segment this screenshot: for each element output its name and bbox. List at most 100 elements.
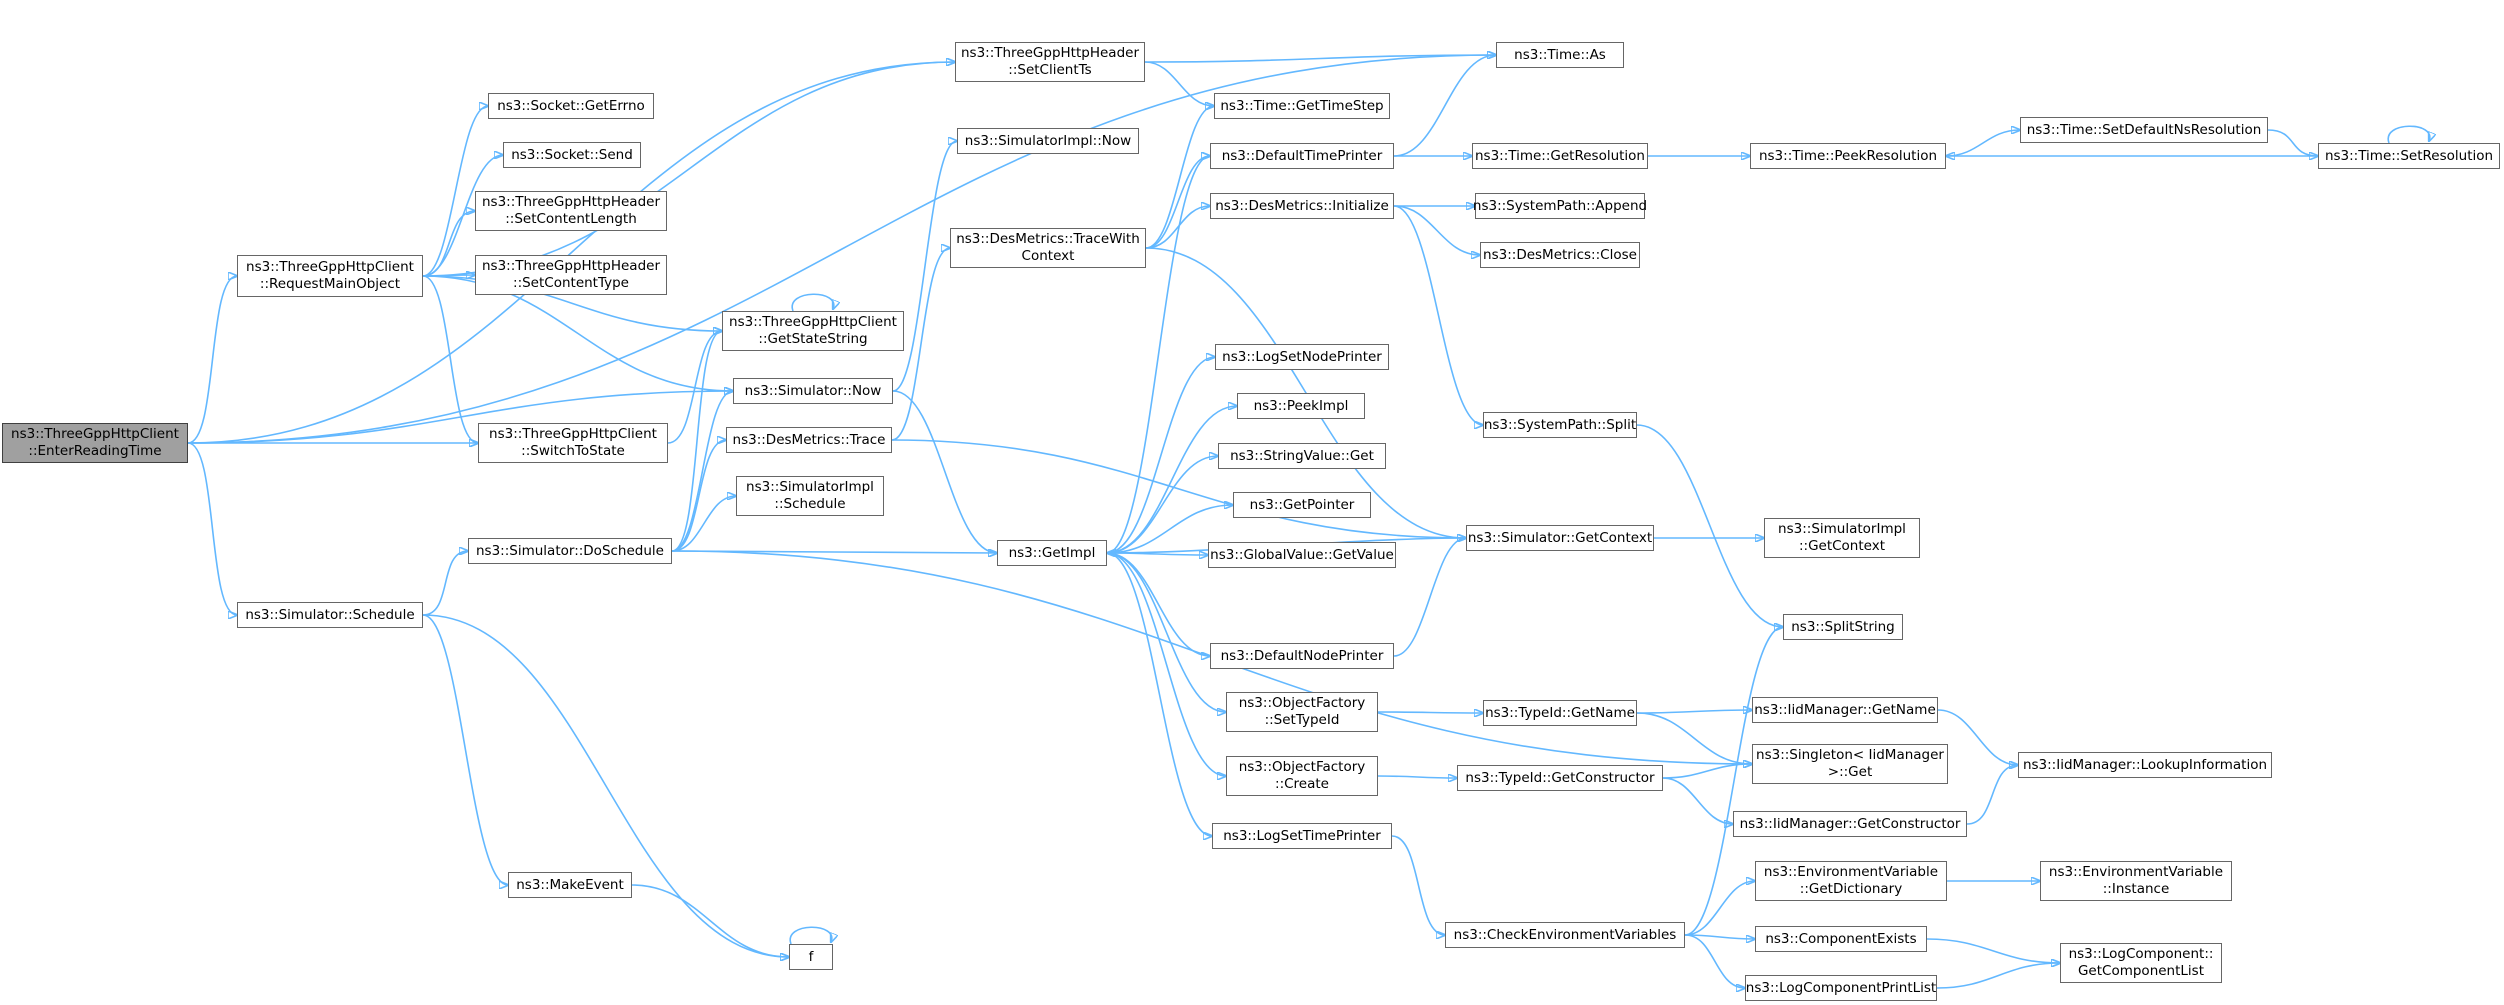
call-edge [1145, 206, 1210, 249]
function-name-line: ::SetClientTs [1008, 62, 1092, 78]
function-node[interactable]: ns3::ThreeGppHttpClient::RequestMainObje… [237, 255, 423, 297]
call-edge [671, 391, 733, 552]
function-node[interactable]: ns3::Time::GetResolution [1472, 143, 1648, 169]
function-name-line: ns3::GetImpl [1008, 544, 1096, 561]
call-edge [1393, 205, 1483, 425]
function-node[interactable]: ns3::SystemPath::Split [1483, 412, 1637, 438]
function-node[interactable]: ns3::TypeId::GetConstructor [1457, 765, 1663, 791]
function-node[interactable]: ns3::PeekImpl [1237, 393, 1365, 419]
function-name-line: ns3::ThreeGppHttpHeader [481, 194, 660, 210]
function-node[interactable]: ns3::IidManager::GetConstructor [1733, 811, 1967, 837]
function-name-line: Context [1021, 248, 1075, 264]
function-name-line: ns3::MakeEvent [516, 876, 624, 893]
function-name-line: ns3::IidManager::GetName [1754, 701, 1936, 718]
function-node[interactable]: ns3::SimulatorImpl::GetContext [1764, 518, 1920, 558]
function-node[interactable]: ns3::EnvironmentVariable::GetDictionary [1755, 861, 1947, 901]
function-node[interactable]: ns3::IidManager::LookupInformation [2018, 752, 2272, 778]
call-edge [667, 331, 722, 444]
call-edge [1684, 934, 1745, 988]
function-node[interactable]: ns3::ThreeGppHttpClient::GetStateString [722, 311, 904, 351]
function-node[interactable]: ns3::CheckEnvironmentVariables [1445, 922, 1685, 948]
function-node[interactable]: ns3::GlobalValue::GetValue [1208, 542, 1396, 568]
function-name-line: ns3::LogSetNodePrinter [1222, 348, 1382, 365]
function-name-line: ns3::ThreeGppHttpHeader [960, 45, 1139, 61]
function-node[interactable]: ns3::Simulator::Now [733, 378, 893, 404]
function-node[interactable]: ns3::Time::As [1496, 42, 1624, 68]
function-name-line: ::Create [1275, 776, 1329, 792]
call-edge [891, 439, 1466, 538]
function-node[interactable]: ns3::Socket::GetErrno [488, 93, 654, 119]
call-edge [1106, 456, 1218, 554]
call-edge [1144, 55, 1496, 63]
function-node[interactable]: ns3::Time::PeekResolution [1750, 143, 1946, 169]
function-name-line: ns3::Time::GetResolution [1474, 147, 1645, 164]
function-node[interactable]: ns3::DesMetrics::Close [1480, 242, 1640, 268]
call-edge [1393, 55, 1496, 157]
call-edge [1937, 709, 2018, 765]
function-node[interactable]: ns3::ThreeGppHttpHeader::SetContentType [475, 255, 667, 295]
function-node[interactable]: ns3::Simulator::GetContext [1466, 525, 1654, 551]
function-node[interactable]: ns3::LogComponent::GetComponentList [2060, 943, 2222, 983]
function-node[interactable]: ns3::Socket::Send [503, 142, 641, 168]
call-edge [187, 442, 237, 615]
call-edge [631, 884, 789, 957]
function-node[interactable]: ns3::SplitString [1783, 614, 1903, 640]
function-node[interactable]: ns3::ComponentExists [1755, 926, 1927, 952]
call-edge [671, 496, 736, 552]
call-edge [1393, 538, 1466, 657]
function-node[interactable]: ns3::LogSetNodePrinter [1215, 344, 1389, 370]
function-name-line: ns3::LogComponentPrintList [1745, 979, 1937, 996]
function-node[interactable]: ns3::DefaultNodePrinter [1210, 643, 1394, 669]
function-node[interactable]: ns3::Time::GetTimeStep [1214, 93, 1390, 119]
function-name-line: ns3::ObjectFactory [1238, 695, 1366, 711]
call-edge [1684, 627, 1783, 936]
function-name-line: ns3::Time::GetTimeStep [1220, 97, 1384, 114]
function-node[interactable]: ns3::Simulator::Schedule [237, 602, 423, 628]
function-node[interactable]: ns3::Simulator::DoSchedule [468, 538, 672, 564]
function-node[interactable]: ns3::EnvironmentVariable::Instance [2040, 861, 2232, 901]
function-name-line: ns3::LogSetTimePrinter [1223, 827, 1381, 844]
function-node[interactable]: ns3::DesMetrics::Initialize [1210, 193, 1394, 219]
function-node[interactable]: ns3::Time::SetResolution [2318, 143, 2500, 169]
function-node[interactable]: ns3::Singleton< IidManager >::Get [1752, 744, 1948, 784]
function-node[interactable]: ns3::SimulatorImpl::Now [957, 128, 1139, 154]
function-node[interactable]: ns3::GetPointer [1233, 492, 1371, 518]
function-node[interactable]: ns3::ObjectFactory::Create [1226, 756, 1378, 796]
function-name-line: ns3::Time::SetResolution [2324, 147, 2494, 164]
function-name-line: ns3::SplitString [1791, 618, 1895, 635]
function-node[interactable]: ns3::DesMetrics::Trace [726, 427, 892, 453]
function-node[interactable]: ns3::MakeEvent [508, 872, 632, 898]
function-name-line: ns3::DesMetrics::Close [1483, 246, 1637, 263]
function-name-line: ns3::SystemPath::Split [1483, 416, 1637, 433]
call-edge [1106, 552, 1226, 776]
function-node[interactable]: ns3::ThreeGppHttpHeader::SetContentLengt… [475, 191, 667, 231]
function-name-line: ns3::GetPointer [1249, 496, 1355, 513]
call-edge [791, 293, 834, 311]
function-node[interactable]: ns3::StringValue::Get [1218, 443, 1386, 469]
function-node[interactable]: ns3::GetImpl [997, 540, 1107, 566]
call-edge [1662, 764, 1752, 779]
call-edge [892, 390, 997, 553]
call-edge [1936, 963, 2060, 989]
function-name-line: ns3::ThreeGppHttpHeader [481, 258, 660, 274]
function-node[interactable]: ns3::LogSetTimePrinter [1212, 823, 1392, 849]
function-node[interactable]: ns3::ThreeGppHttpClient::SwitchToState [478, 423, 668, 463]
function-node[interactable]: ns3::ThreeGppHttpHeader::SetClientTs [955, 42, 1145, 82]
function-node[interactable]: ns3::SimulatorImpl::Schedule [736, 476, 884, 516]
function-node[interactable]: ns3::LogComponentPrintList [1745, 975, 1937, 1001]
function-node[interactable]: ns3::Time::SetDefaultNsResolution [2020, 117, 2268, 143]
function-node[interactable]: ns3::IidManager::GetName [1752, 697, 1938, 723]
function-name-line: ::EnterReadingTime [28, 443, 162, 459]
function-node[interactable]: f [789, 944, 833, 970]
function-node[interactable]: ns3::ObjectFactory::SetTypeId [1226, 692, 1378, 732]
function-name-line: ns3::Simulator::Schedule [245, 606, 415, 623]
function-node[interactable]: ns3::TypeId::GetName [1483, 700, 1637, 726]
function-node[interactable]: ns3::DefaultTimePrinter [1210, 143, 1394, 169]
function-name-line: ns3::PeekImpl [1253, 397, 1349, 414]
call-edge [187, 55, 1496, 444]
call-edge [789, 926, 832, 944]
root-function-node[interactable]: ns3::ThreeGppHttpClient::EnterReadingTim… [2, 423, 188, 463]
function-node[interactable]: ns3::SystemPath::Append [1473, 193, 1647, 219]
